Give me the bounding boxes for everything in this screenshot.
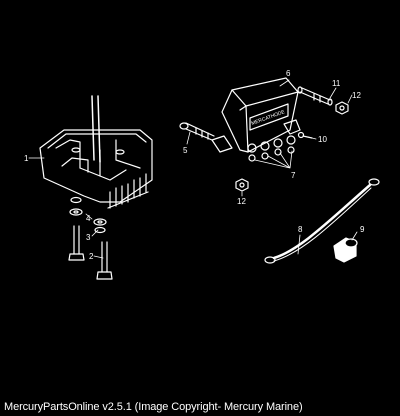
rubber-boot-part <box>333 237 358 263</box>
callout-1: 1 <box>24 154 29 163</box>
callout-12-top: 12 <box>352 91 361 100</box>
callout-12-bottom: 12 <box>237 197 246 206</box>
callout-4: 4 <box>86 214 91 223</box>
callout-8: 8 <box>298 225 303 234</box>
controller-module-part <box>211 77 301 162</box>
screw-part <box>179 122 215 141</box>
copyright-footer: MercuryPartsOnline v2.5.1 (Image Copyrig… <box>4 401 303 413</box>
stud-part <box>297 86 333 106</box>
mounting-bracket-part <box>39 95 153 209</box>
callout-9: 9 <box>360 225 365 234</box>
nut-part <box>235 101 349 192</box>
callout-10: 10 <box>318 135 327 144</box>
callout-11: 11 <box>332 79 341 88</box>
callout-2: 2 <box>89 252 94 261</box>
leader-lines <box>28 79 358 259</box>
callout-5: 5 <box>183 146 188 155</box>
callout-3: 3 <box>86 233 91 242</box>
ground-wire-part <box>264 178 380 264</box>
callout-7: 7 <box>291 171 296 180</box>
washers-and-bolts-part <box>68 196 113 280</box>
callout-6: 6 <box>286 69 291 78</box>
